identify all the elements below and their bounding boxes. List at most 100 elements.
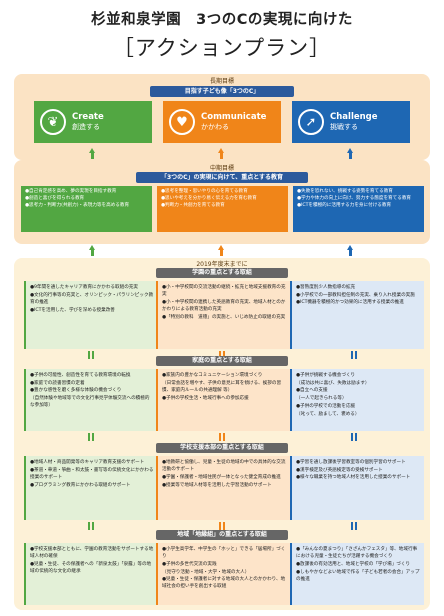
arrow-up-icon [89,148,96,159]
action-item: （叱って、励まして、褒める） [296,411,360,417]
page-title: ［アクションプラン］ [112,36,332,60]
action-item: ●9年間を通したキャリア教育にかかわる取組の充実 [30,285,138,290]
action-item: ●学校支援本部とともに、学園の教育活動をサポートする地域人材の確保 [30,547,154,560]
connector [92,351,94,359]
goal-item: ●失敗を恐れない、挑戦する姿勢を育てる教育 [297,189,393,194]
goal-item: ●学力や体力の向上に向け、努力する態度を育てる教育 [297,196,412,202]
connector [355,351,357,359]
action-item: ●家庭での読書習慣の定着 [30,380,85,386]
home-orange-box: ●家族内の豊かなコミュニケーション環境づくり （日常会話を増やす、子供の意見に耳… [156,369,290,431]
section-header-support: 学校支援本部の重点とする取組 [156,443,288,453]
school-orange-box: ●小・中学校間の交流活動の継続・拡充と地域支援教育の充実 ●小・中学校間の連携し… [156,281,290,349]
challenge-label-jp: 挑戦する [330,122,358,131]
community-green-box: ●学校支援本部とともに、学園の教育活動をサポートする地域人材の確保 ●児童・生徒… [24,543,158,605]
long-term-label: 長期目標 [209,78,234,85]
action-item: （一人で起きられる等） [296,396,347,402]
connector [88,522,90,530]
long-term-header: 目指す子ども像「3つのC」 [150,86,294,97]
mid-term-label: 中期目標 [209,165,234,172]
action-item: ●小学校での一部教科担任制の充実、乗り入れ授業の実施 [296,292,415,298]
communicate-label-jp: かかわる [201,122,229,131]
action-item: ●しもやかなどよい地域で作る「子ども若者の会合」アップの推進 [296,569,420,582]
action-item: ●授業等で地域人材等を活用した学習活動のサポート [162,482,272,488]
action-item: ●自立への支援 [296,388,328,394]
mid-term-blue-box: ●失敗を恐れない、挑戦する姿勢を育てる教育 ●学力や体力の向上に向け、努力する態… [293,186,424,232]
action-item: ●子供が挑戦する機会づくり [296,373,356,378]
action-item: ●子供の学校での活動を応援 [296,403,356,409]
connector [219,351,221,359]
action-item: （成功は共に喜び、失敗は励ます） [296,380,370,386]
action-item: ●地教研と協働し、児童・生徒の地域の中での具体的な交流活動のサポート [162,460,286,473]
action-item: （自然体験や地域等での文化行事見学体験交流への積極的な参加等） [30,396,150,409]
arrow-up-icon [218,148,225,159]
arrow-up-icon [89,245,96,256]
connector [88,351,90,359]
section-header-school: 学園の重点とする取組 [156,268,288,278]
arrow-up-icon [347,245,354,256]
goal-item: ●判断力・共創力を育てる教育 [161,203,225,209]
connector [219,433,221,441]
action-item: ●漢字検定及び英語検定等の受検サポート [296,467,383,473]
home-blue-box: ●子供が挑戦する機会づくり （成功は共に喜び、失敗は励ます） ●自立への支援 （… [290,369,424,431]
connector [355,433,357,441]
action-item: （日常会話を増やす、子供の意見に耳を傾ける、挨拶の習慣、家庭内ルールの共通理解 … [162,380,282,393]
connector [351,351,353,359]
home-green-box: ●子供の可能性、創造性を育てる教育環境の転換 ●家庭での読書習慣の定着 ●豊かな… [24,369,158,431]
action-item: ●子供の学校生活・地域行事への参加応援 [162,395,249,401]
action-item: ●子供の多世代交流の実践 [162,561,217,567]
section-header-home: 家庭の重点とする取組 [156,356,288,366]
goal-item: ●ICTを積極的に活用する力を身に付ける教育 [297,203,392,209]
action-item: ●ICTを活用した、学びを深める授業改善 [30,307,115,313]
action-item: ●家族内の豊かなコミュニケーション環境づくり [162,373,263,378]
mid-term-orange-box: ●思考を整理・思いやりの心を育てる教育 ●思いや考えを分かり易く伝える力を育む教… [157,186,288,232]
action-item: ●小・中学校間の連携した英語教育の充実、地域人材とのかかわりによる教育活動の充実 [162,299,286,312]
create-label-jp: 創造する [72,122,100,131]
action-item: ●「みんなの夏まつり」「さざんかフェスタ」等、地域行事における児童・生徒たちが活… [296,547,418,560]
section-header-community: 地域「地縁組」の重点とする取組 [156,530,288,540]
action-item: ●学習を通し放課後学習教室等の個別学習のサポート [296,460,406,465]
connector [223,351,225,359]
action-item: ●文化的行事等の充実と、オリンピック・パラリンピック教育の推進 [30,292,154,305]
communicate-label-en: Communicate [201,112,267,123]
connector [92,433,94,441]
goal-item: ●思考力・判断力(共創力)・表現力等を高める教育 [25,203,130,209]
support-blue-box: ●学習を通し放課後学習教室等の個別学習のサポート ●漢字検定及び英語検定等の受検… [290,456,424,520]
action-item: ●茶道・華道・箏曲・和太鼓・書写等の伝統文化にかかわる授業のサポート [30,467,154,480]
action-item: ●様々な職業を持つ地域人材を活用した授業のサポート [296,475,411,481]
action-item: ●「特別の教科 道徳」の実施と、いじめ防止の取組の充実 [162,314,286,320]
connector [92,522,94,530]
sprout-icon: ❦ [40,109,66,135]
action-item: ●ICT機器を積極的かつ効果的に活用する授業の推進 [296,300,404,306]
connector [223,433,225,441]
arrow-up-icon [218,245,225,256]
action-item: ●小・中学校間の交流活動の継続・拡充と地域支援教育の充実 [162,285,286,298]
connector [351,433,353,441]
goal-item: ●思考を整理・思いやりの心を育てる教育 [161,189,248,194]
challenge-card: ➚ Challenge 挑戦する [292,101,410,143]
connector [351,522,353,530]
school-blue-box: ●習熟度別少人数指導の拡充 ●小学校での一部教科担任制の充実、乗り入れ授業の実施… [290,281,424,349]
action-item: ●プログラミング教育にかかわる取組のサポート [30,482,131,488]
goal-item: ●創造と喜びを得られる教育 [25,196,85,202]
support-green-box: ●地域人材・商品開発等のキャリア教育支援のサポート ●茶道・華道・箏曲・和太鼓・… [24,456,158,520]
action-item: ●児童・生徒、その保護者への「新泉太鼓」「泉露」等の地域の伝統的な文化の継承 [30,561,152,574]
connector [355,522,357,530]
community-orange-box: ●小学生高学年、中学生の「ホッと」できる「居場所」づくり ●子供の多世代交流の実… [156,543,290,605]
communicate-card: ♥ Communicate かかわる [163,101,281,143]
school-green-box: ●9年間を通したキャリア教育にかかわる取組の充実 ●文化的行事等の充実と、オリン… [24,281,158,349]
runner-icon: ➚ [298,109,324,135]
action-item: ●地域人材・商品開発等のキャリア教育支援のサポート [30,460,145,465]
heart-icon: ♥ [169,109,195,135]
school-title: 杉並和泉学園 3つのCの実現に向けた [91,12,353,28]
connector [223,522,225,530]
action-item: ●習熟度別少人数指導の拡充 [296,285,356,290]
action-item: ●小学生高学年、中学生の「ホッと」できる「居場所」づくり [162,547,286,560]
create-label-en: Create [72,112,104,123]
connector [88,433,90,441]
community-blue-box: ●「みんなの夏まつり」「さざんかフェスタ」等、地域行事における児童・生徒たちが活… [290,543,424,605]
create-card: ❦ Create 創造する [34,101,152,143]
mid-term-green-box: ●自己肯定感を高め、夢の実現を目指す教育 ●創造と喜びを得られる教育 ●思考力・… [21,186,152,232]
goal-item: ●思いや考えを分かり易く伝える力を育む教育 [161,196,257,202]
arrow-up-icon [347,148,354,159]
mid-term-header: 「3つのC」の実現に向けて、重点とする教育 [136,172,308,183]
